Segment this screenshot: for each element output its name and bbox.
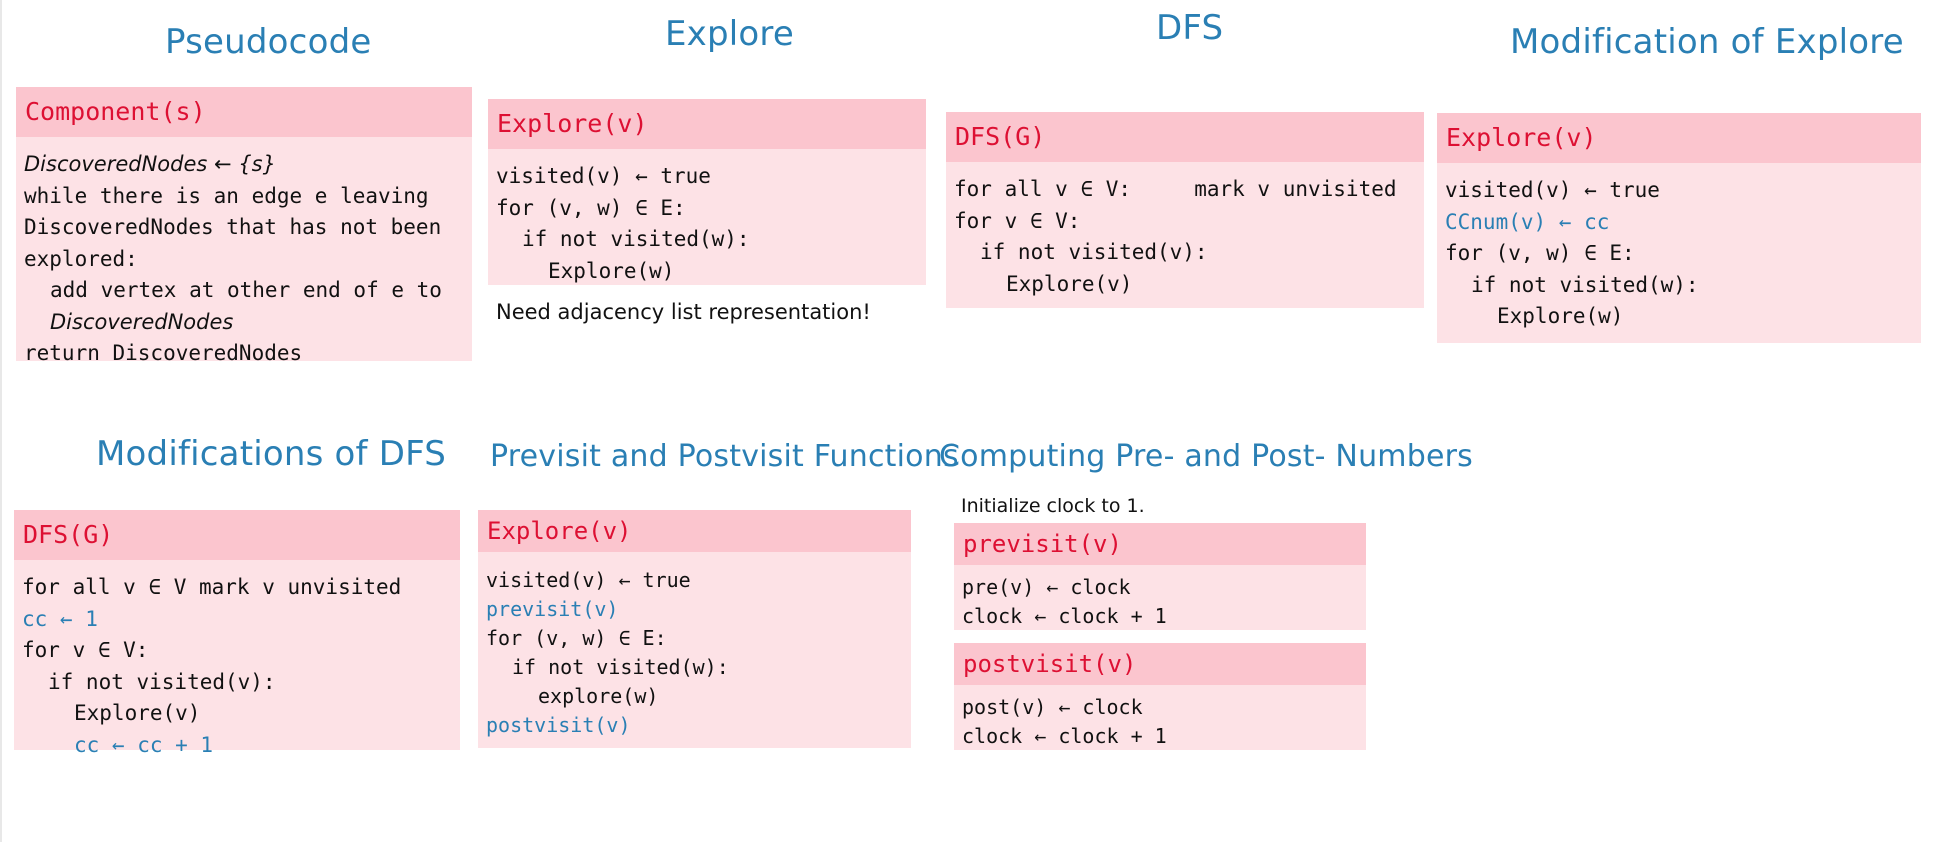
code-line: for all v ∈ V mark v unvisited	[22, 575, 402, 599]
code-line: DiscoveredNodes ← {s}	[24, 152, 276, 176]
code-line: DiscoveredNodes	[50, 309, 234, 334]
code-line: for (v, w) ∈ E:	[496, 195, 686, 220]
code-line: cc ← 1	[22, 606, 98, 631]
code-line: if not visited(w):	[1471, 272, 1699, 297]
code-line: for v ∈ V:	[954, 208, 1081, 233]
dfs-title: DFS	[1156, 8, 1224, 48]
modifications-of-dfs-box: DFS(G) for all v ∈ V mark v unvisited cc…	[14, 510, 460, 757]
code-line: visited(v) ← true	[496, 164, 711, 188]
pre-post-numbers-title: Computing Pre- and Post- Numbers	[939, 439, 1473, 474]
explore-box: Explore(v) visited(v) ← true for (v, w) …	[488, 99, 926, 285]
dfs-header: DFS(G)	[946, 112, 1424, 162]
modifications-of-dfs-header: DFS(G)	[14, 510, 460, 560]
modification-of-explore-box: Explore(v) visited(v) ← true CCnum(v) ← …	[1437, 113, 1921, 343]
code-line: return DiscoveredNodes	[24, 341, 303, 365]
code-line: Explore(v)	[1006, 271, 1133, 296]
previsit-postvisit-box: Explore(v) visited(v) ← true previsit(v)…	[478, 510, 911, 748]
previsit-postvisit-header: Explore(v)	[478, 510, 911, 552]
code-line: for (v, w) ∈ E:	[1445, 241, 1635, 265]
pseudocode-box: Component(s) DiscoveredNodes ← {s} while…	[16, 87, 472, 365]
code-line: clock ← clock + 1	[962, 724, 1167, 748]
previsit-box: previsit(v) pre(v) ← clock clock ← clock…	[954, 523, 1366, 630]
explore-header: Explore(v)	[488, 99, 926, 149]
code-line: Explore(w)	[1497, 304, 1624, 328]
code-line: Explore(w)	[548, 258, 675, 283]
code-line: if not visited(w):	[512, 655, 729, 679]
explore-note: Need adjacency list representation!	[496, 300, 871, 324]
code-line: CCnum(v) ← cc	[1445, 209, 1610, 234]
code-line: while there is an edge e leaving	[24, 183, 429, 208]
code-line: postvisit(v)	[486, 713, 631, 737]
code-line: explore(w)	[538, 684, 659, 708]
previsit-header: previsit(v)	[954, 523, 1366, 565]
code-line: explored:	[24, 246, 138, 271]
code-line: for (v, w) ∈ E:	[486, 626, 667, 650]
modification-of-explore-title: Modification of Explore	[1510, 22, 1904, 62]
modifications-of-dfs-title: Modifications of DFS	[96, 434, 447, 474]
pseudocode-header: Component(s)	[16, 87, 472, 137]
code-line: add vertex at other end of e to	[50, 278, 442, 302]
code-line: if not visited(v):	[48, 669, 276, 694]
code-line: pre(v) ← clock	[962, 575, 1131, 599]
code-line: if not visited(v):	[980, 240, 1208, 264]
left-edge-rule	[0, 0, 2, 842]
code-line: visited(v) ← true	[1445, 178, 1660, 202]
code-line: if not visited(w):	[522, 227, 750, 251]
code-line: for v ∈ V:	[22, 638, 149, 662]
postvisit-header: postvisit(v)	[954, 643, 1366, 685]
code-line: Explore(v)	[74, 701, 201, 725]
code-line: cc ← cc + 1	[74, 732, 214, 757]
code-line: visited(v) ← true	[486, 568, 691, 592]
code-line: clock ← clock + 1	[962, 604, 1167, 628]
pseudocode-title: Pseudocode	[165, 22, 372, 62]
previsit-postvisit-title: Previsit and Postvisit Functions	[490, 439, 959, 474]
code-line: DiscoveredNodes that has not been	[24, 215, 442, 239]
dfs-box: DFS(G) for all v ∈ V: mark v unvisited f…	[946, 112, 1424, 308]
code-line: for all v ∈ V: mark v unvisited	[954, 177, 1397, 201]
postvisit-box: postvisit(v) post(v) ← clock clock ← clo…	[954, 643, 1366, 750]
code-line: post(v) ← clock	[962, 695, 1143, 719]
explore-title: Explore	[665, 14, 794, 54]
modification-of-explore-header: Explore(v)	[1437, 113, 1921, 163]
code-line: previsit(v)	[486, 597, 619, 621]
clock-init-note: Initialize clock to 1.	[961, 495, 1145, 517]
